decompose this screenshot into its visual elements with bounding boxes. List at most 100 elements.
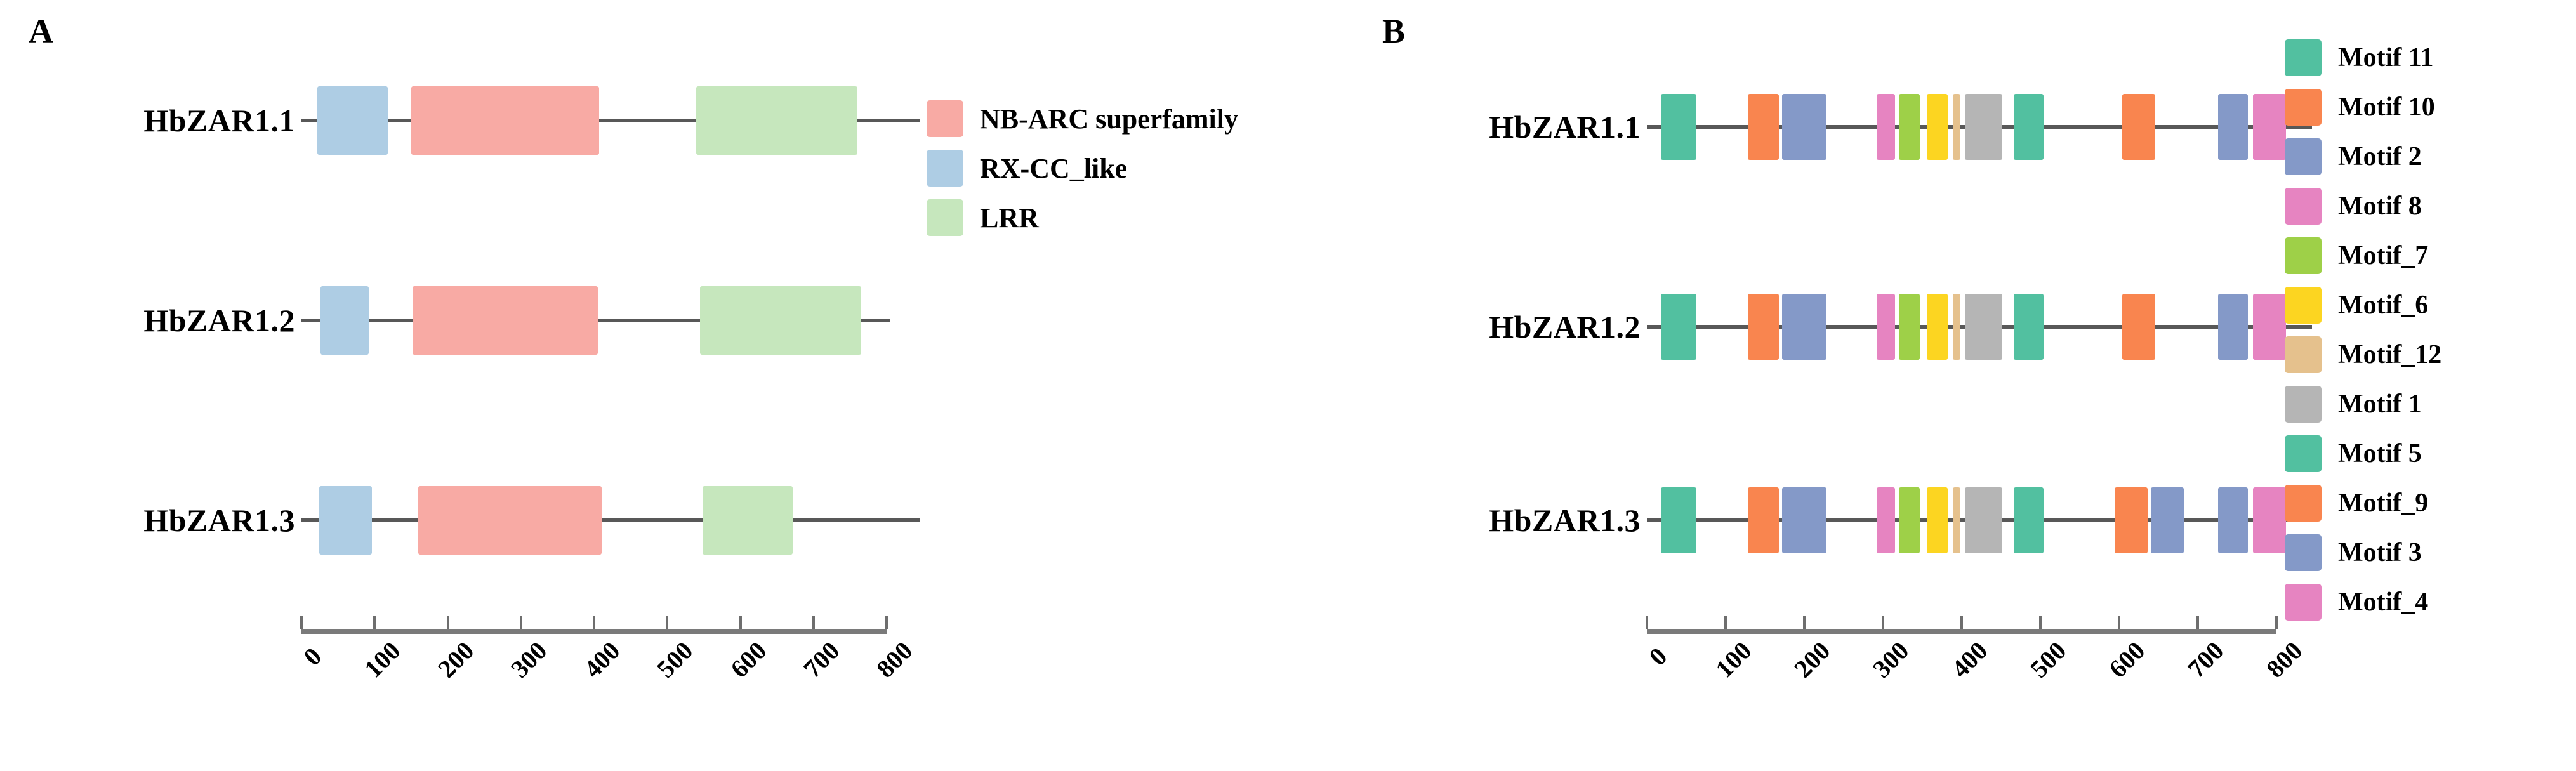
track-label: HbZAR1.2: [143, 303, 295, 338]
legend-label: LRR: [980, 202, 1039, 234]
axis-tick-label: 800: [871, 636, 918, 683]
legend-swatch-icon: [2285, 188, 2322, 225]
legend-item[interactable]: Motif 2: [2285, 132, 2441, 181]
legend-swatch-icon: [2285, 39, 2322, 76]
legend-item[interactable]: Motif 10: [2285, 82, 2441, 132]
axis-tick-label: 700: [2182, 636, 2229, 683]
legend-label: Motif 2: [2338, 142, 2422, 171]
feature-motif-8[interactable]: [1877, 94, 1895, 160]
axis-tick-label: 500: [651, 636, 699, 683]
legend-item[interactable]: Motif_9: [2285, 478, 2441, 528]
track-label: HbZAR1.1: [1489, 109, 1641, 145]
feature-motif-2[interactable]: [1782, 487, 1826, 553]
legend-item[interactable]: Motif_4: [2285, 577, 2441, 627]
feature-motif-1[interactable]: [1964, 487, 2003, 553]
axis-tick: [666, 616, 669, 629]
legend-swatch-icon: [2285, 138, 2322, 175]
axis-line: [1647, 629, 2276, 634]
feature-lrr[interactable]: [696, 86, 857, 155]
legend-item[interactable]: NB-ARC superfamily: [927, 94, 1238, 143]
feature-motif-4[interactable]: [2252, 294, 2286, 360]
feature-motif-2[interactable]: [1782, 294, 1826, 360]
feature-motif-9[interactable]: [2122, 294, 2156, 360]
motif-track-hbzar1-3: HbZAR1.3: [1489, 479, 2312, 562]
legend-swatch-icon: [927, 199, 963, 236]
legend-item[interactable]: Motif 3: [2285, 528, 2441, 577]
axis-tick-label: 100: [1710, 636, 1757, 683]
feature-motif-6[interactable]: [1927, 94, 1948, 160]
legend-item[interactable]: Motif_6: [2285, 280, 2441, 330]
legend-item[interactable]: Motif 11: [2285, 33, 2441, 82]
feature-nb-arc-superfamily[interactable]: [411, 86, 600, 155]
feature-motif-8[interactable]: [1877, 487, 1895, 553]
feature-motif-2b[interactable]: [2150, 487, 2184, 553]
axis-tick: [1724, 616, 1727, 629]
feature-motif-3[interactable]: [2218, 94, 2249, 160]
feature-motif-6[interactable]: [1927, 487, 1948, 553]
feature-motif-12[interactable]: [1953, 487, 1960, 553]
feature-rx-cc-like[interactable]: [319, 486, 372, 555]
panel-a-letter: A: [29, 12, 53, 50]
feature-rx-cc-like[interactable]: [320, 286, 369, 355]
feature-motif-10[interactable]: [1747, 487, 1780, 553]
feature-rx-cc-like[interactable]: [317, 86, 388, 155]
feature-motif-5[interactable]: [2013, 294, 2044, 360]
feature-motif-4[interactable]: [2252, 487, 2286, 553]
legend-label: Motif_9: [2338, 489, 2429, 518]
feature-nb-arc-superfamily[interactable]: [413, 286, 598, 355]
legend-item[interactable]: LRR: [927, 193, 1238, 242]
feature-motif-1[interactable]: [1964, 94, 2003, 160]
feature-motif-3[interactable]: [2218, 294, 2249, 360]
track-label: HbZAR1.2: [1489, 309, 1641, 345]
axis-tick: [2275, 616, 2278, 629]
feature-motif-3[interactable]: [2218, 487, 2249, 553]
feature-motif-7[interactable]: [1898, 294, 1920, 360]
feature-motif-11[interactable]: [1661, 487, 1697, 553]
feature-motif-7[interactable]: [1898, 94, 1920, 160]
legend-item[interactable]: Motif 8: [2285, 181, 2441, 231]
legend-label: Motif_12: [2338, 340, 2442, 369]
axis-tick-label: 300: [505, 636, 553, 683]
feature-motif-5[interactable]: [2013, 487, 2044, 553]
feature-motif-2[interactable]: [1782, 94, 1826, 160]
feature-motif-8[interactable]: [1877, 294, 1895, 360]
axis-tick-label: 400: [1946, 636, 1993, 683]
domain-track-hbzar1-2: HbZAR1.2: [143, 279, 890, 362]
axis-tick-label: 700: [797, 636, 845, 683]
feature-motif-5[interactable]: [2013, 94, 2044, 160]
legend-item[interactable]: Motif 1: [2285, 379, 2441, 429]
legend-label: NB-ARC superfamily: [980, 103, 1238, 135]
track-label: HbZAR1.3: [143, 503, 295, 538]
legend-item[interactable]: Motif_12: [2285, 330, 2441, 379]
feature-motif-10[interactable]: [1747, 94, 1780, 160]
axis-tick-label: 300: [1867, 636, 1915, 683]
feature-lrr[interactable]: [700, 286, 861, 355]
legend-item[interactable]: RX-CC_like: [927, 143, 1238, 193]
legend-item[interactable]: Motif_7: [2285, 231, 2441, 280]
feature-nb-arc-superfamily[interactable]: [418, 486, 602, 555]
feature-motif-4[interactable]: [2252, 94, 2286, 160]
legend-swatch-icon: [2285, 435, 2322, 472]
feature-motif-11[interactable]: [1661, 94, 1697, 160]
feature-motif-6[interactable]: [1927, 294, 1948, 360]
axis-tick: [1960, 616, 1963, 629]
axis-tick-label: 0: [1643, 642, 1673, 671]
legend-item[interactable]: Motif 5: [2285, 429, 2441, 478]
feature-motif-9[interactable]: [2122, 94, 2156, 160]
feature-motif-10[interactable]: [1747, 294, 1780, 360]
legend-label: Motif_7: [2338, 241, 2429, 270]
feature-motif-11[interactable]: [1661, 294, 1697, 360]
feature-motif-12[interactable]: [1953, 94, 1960, 160]
feature-motif-1[interactable]: [1964, 294, 2003, 360]
feature-motif-12[interactable]: [1953, 294, 1960, 360]
axis-tick-label: 200: [1788, 636, 1836, 683]
feature-motif-7[interactable]: [1898, 487, 1920, 553]
feature-lrr[interactable]: [702, 486, 793, 555]
legend-label: Motif 3: [2338, 538, 2422, 567]
legend-swatch-icon: [927, 150, 963, 187]
axis-tick: [2118, 616, 2120, 629]
legend-label: Motif 8: [2338, 192, 2422, 221]
domain-track-hbzar1-1: HbZAR1.1: [143, 79, 920, 162]
feature-motif-9[interactable]: [2114, 487, 2148, 553]
